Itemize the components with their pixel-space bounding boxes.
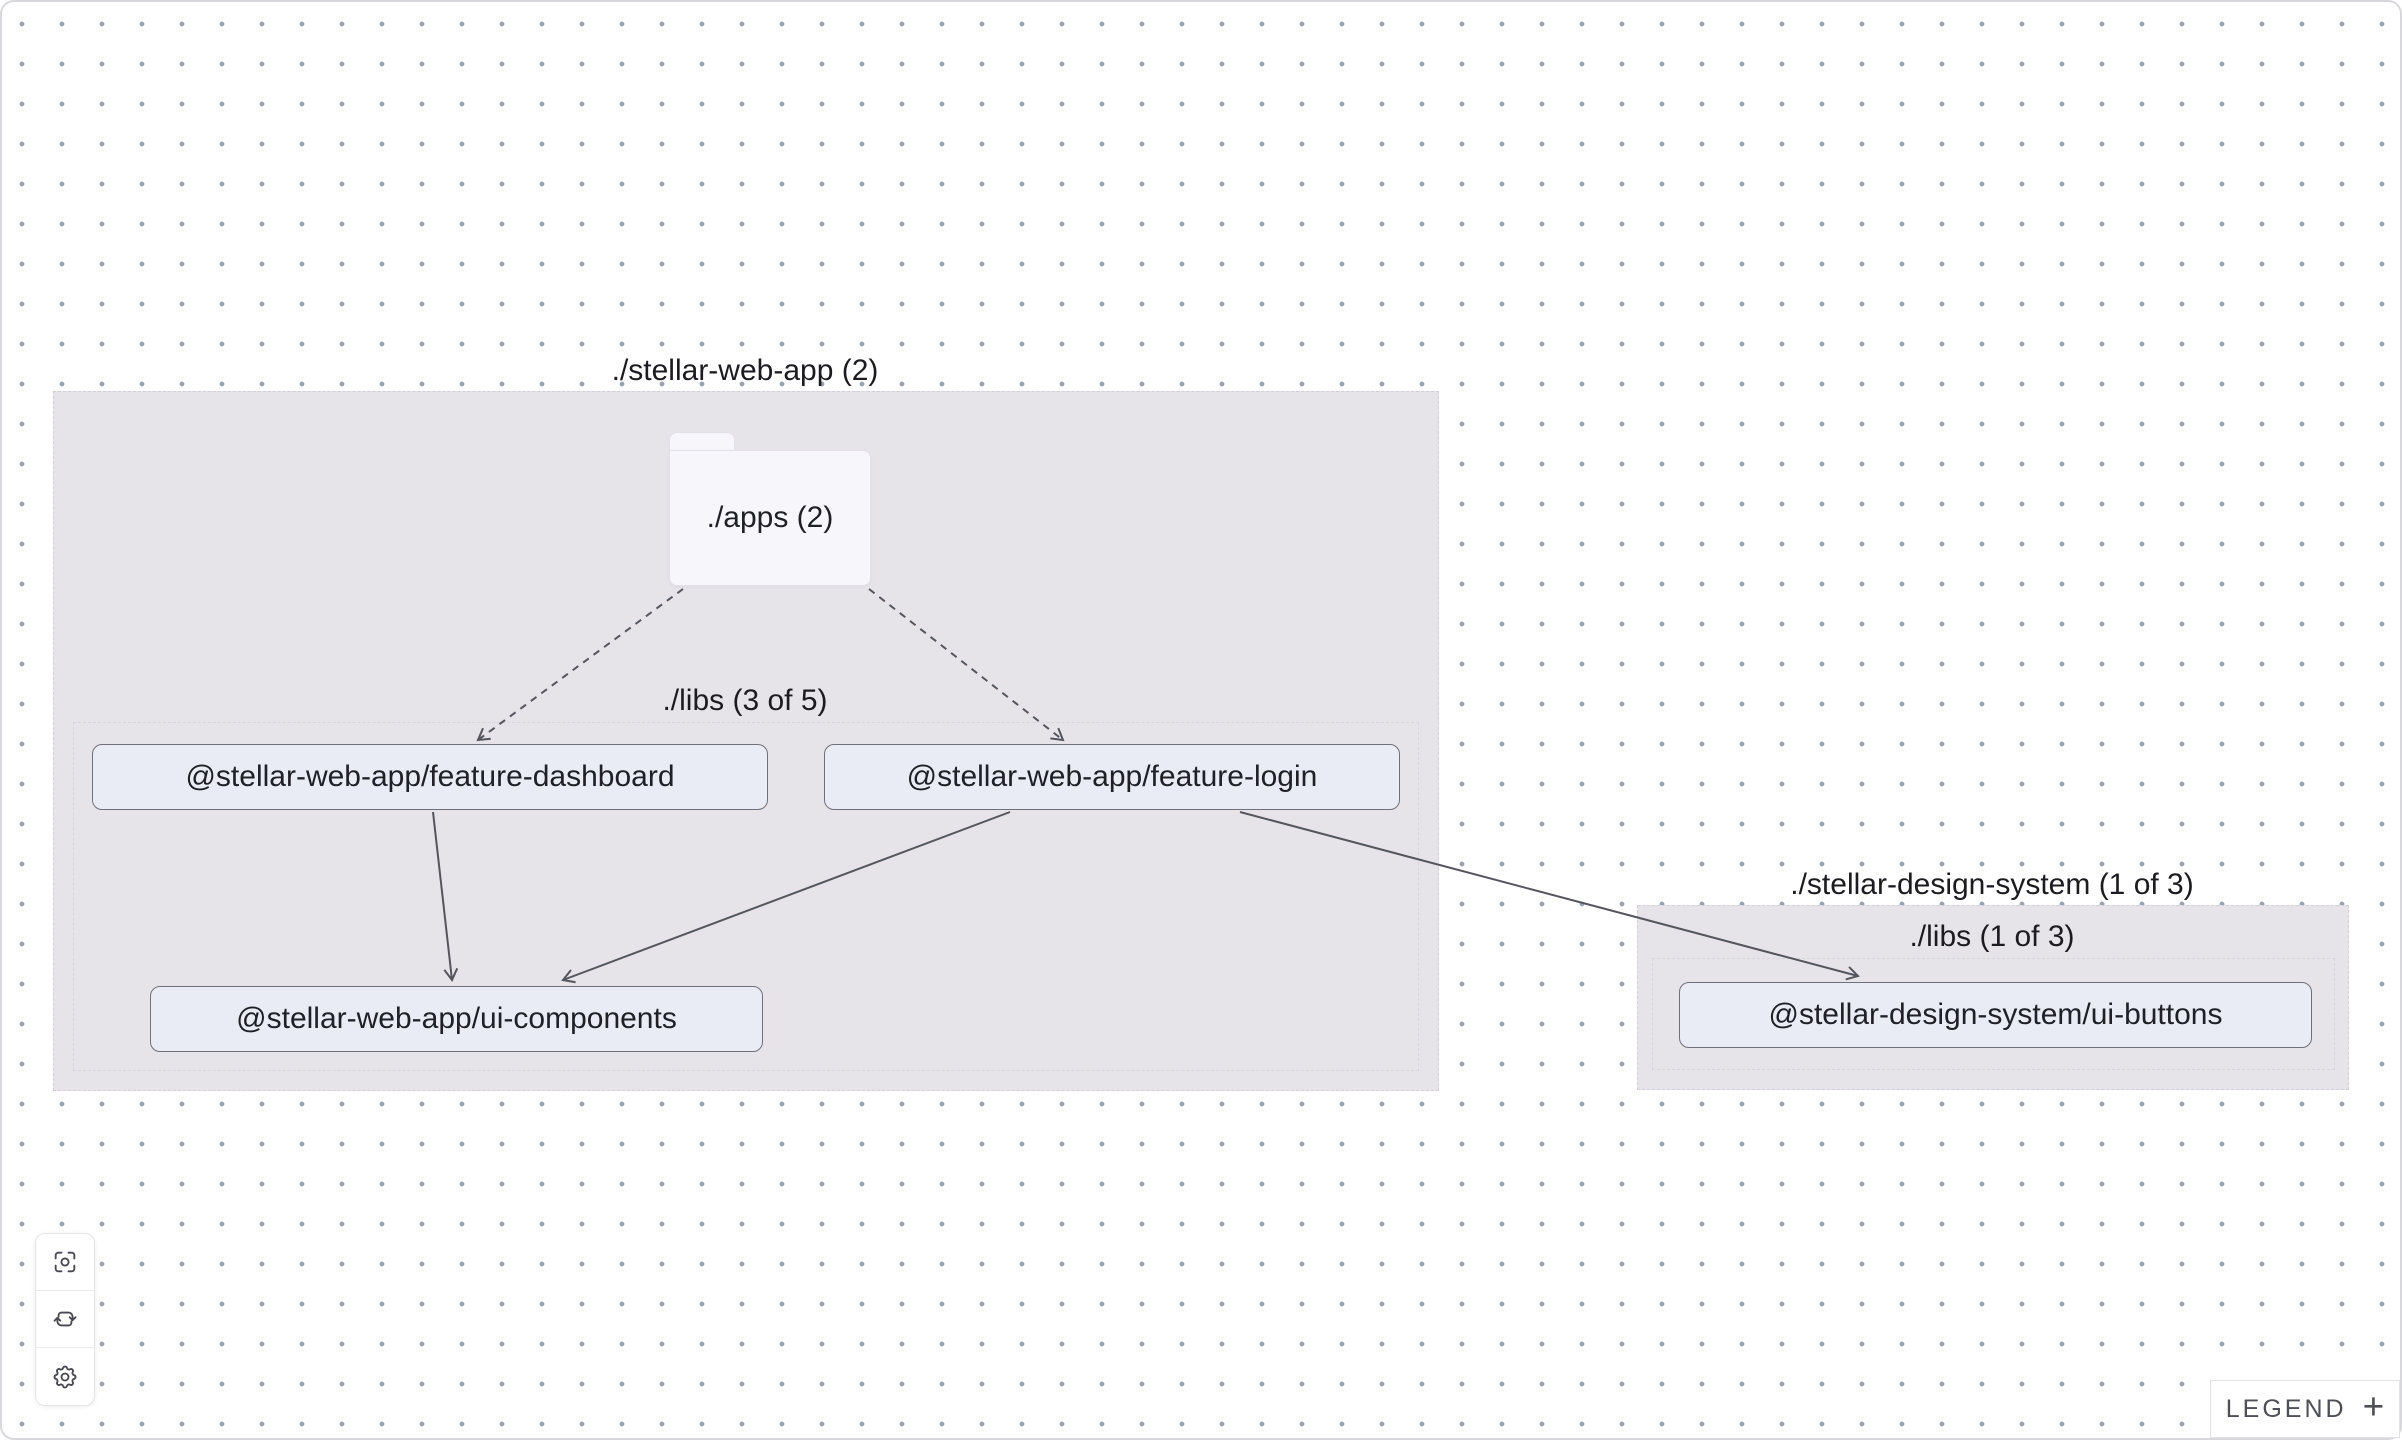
group-title-stellar-design-system: ./stellar-design-system (1 of 3): [1790, 868, 2194, 901]
node-ui-components[interactable]: @stellar-web-app/ui-components: [150, 986, 763, 1052]
refresh-icon: [53, 1311, 77, 1327]
legend-toggle[interactable]: LEGEND +: [2210, 1380, 2400, 1438]
node-feature-dashboard[interactable]: @stellar-web-app/feature-dashboard: [92, 744, 768, 810]
subgroup-stellar-design-system-libs: [1652, 958, 2335, 1070]
graph-controls: [35, 1233, 95, 1406]
refresh-graph-button[interactable]: [36, 1291, 94, 1348]
group-title-stellar-web-app: ./stellar-web-app (2): [611, 354, 879, 387]
node-label: @stellar-design-system/ui-buttons: [1768, 998, 2223, 1031]
plus-icon: +: [2362, 1386, 2385, 1427]
subgroup-title-design-system-libs: ./libs (1 of 3): [1909, 920, 2075, 953]
apps-folder-label: ./apps (2): [706, 501, 834, 534]
legend-label: LEGEND: [2225, 1394, 2347, 1423]
settings-button[interactable]: [36, 1348, 94, 1405]
center-graph-button[interactable]: [36, 1234, 94, 1291]
gear-icon: [53, 1365, 77, 1388]
node-label: @stellar-web-app/feature-dashboard: [185, 760, 675, 793]
node-feature-login[interactable]: @stellar-web-app/feature-login: [824, 744, 1400, 810]
node-ui-buttons[interactable]: @stellar-design-system/ui-buttons: [1679, 982, 2312, 1048]
subgroup-title-web-app-libs: ./libs (3 of 5): [662, 684, 828, 717]
node-apps-folder[interactable]: ./apps (2): [669, 450, 871, 586]
focus-icon: [54, 1251, 76, 1273]
node-label: @stellar-web-app/feature-login: [906, 760, 1318, 793]
node-label: @stellar-web-app/ui-components: [236, 1002, 677, 1035]
